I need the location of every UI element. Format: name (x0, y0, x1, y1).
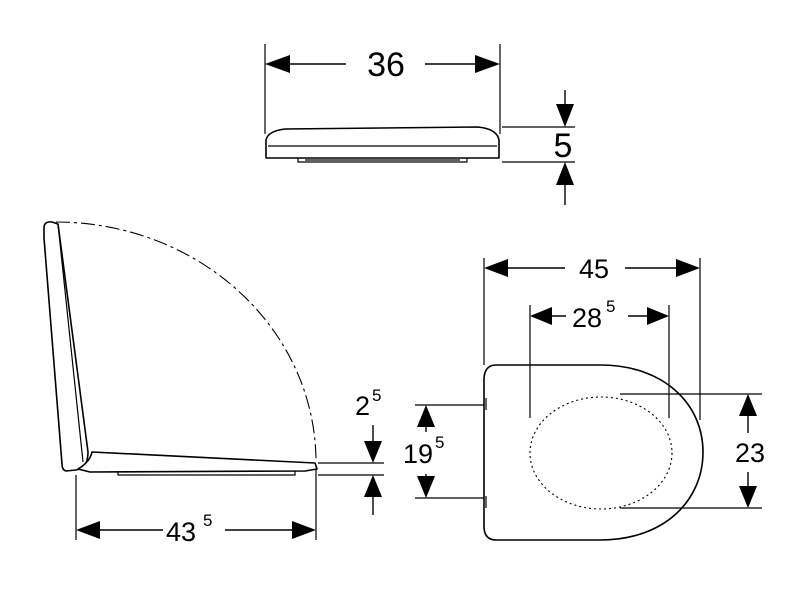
dim-43-5-superscript: 5 (203, 511, 212, 530)
dim-2-5-superscript: 5 (372, 386, 381, 405)
dim-19-5-label: 19 (403, 439, 433, 469)
front-view-bumpers (297, 158, 468, 163)
dim-23: 23 (620, 393, 765, 509)
dim-28-5: 28 5 (529, 297, 670, 418)
dim-45-label: 45 (579, 254, 609, 284)
front-view-lid (265, 126, 500, 159)
dim-5: 5 (502, 90, 575, 205)
dim-28-5-superscript: 5 (606, 297, 615, 316)
dim-23-label: 23 (735, 438, 765, 468)
dim-36-label: 36 (367, 46, 405, 84)
dim-2-5: 2 5 (318, 386, 384, 515)
dim-19-5: 19 5 (403, 404, 484, 499)
dim-2-5-label: 2 (355, 391, 370, 421)
dim-28-5-label: 28 (572, 303, 602, 333)
opening-arc (55, 221, 317, 463)
dim-19-5-superscript: 5 (435, 433, 444, 452)
plan-view-seat-outline (483, 364, 704, 541)
plan-view (483, 364, 704, 541)
side-view-seat (77, 451, 318, 473)
dim-43-5-label: 43 (166, 517, 196, 547)
side-view (43, 221, 318, 476)
front-view (265, 126, 500, 163)
dim-36: 36 (264, 44, 501, 134)
dim-45: 45 (483, 254, 701, 420)
side-view-lid-upright (43, 221, 89, 472)
dim-5-label: 5 (554, 127, 573, 165)
dim-43-5: 43 5 (75, 470, 317, 547)
plan-view-opening (529, 396, 673, 510)
